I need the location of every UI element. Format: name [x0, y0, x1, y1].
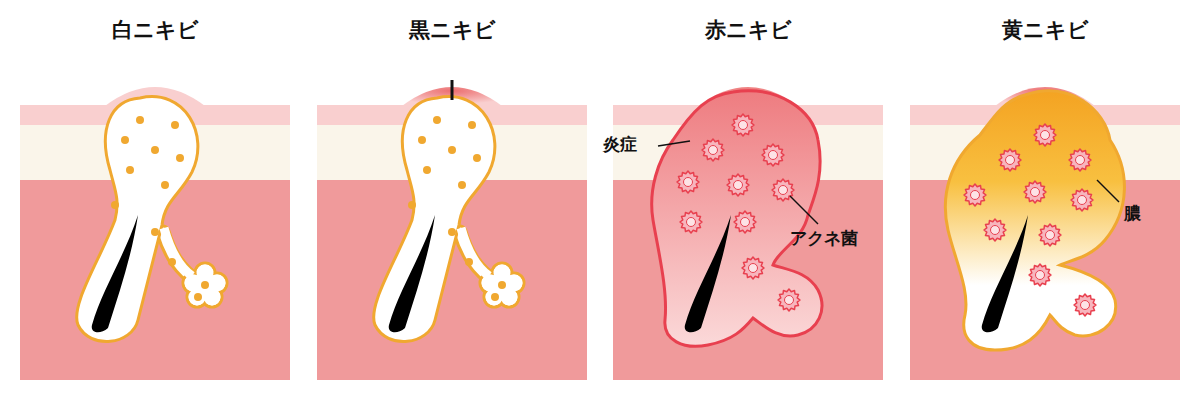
- acne-bacteria-label: アクネ菌: [790, 228, 858, 248]
- panel-title: 黒ニキビ: [317, 18, 587, 43]
- panel-title: 赤ニキビ: [613, 18, 883, 43]
- pus-label: 膿: [1124, 203, 1141, 223]
- blackhead-panel: 黒ニキビ: [317, 18, 587, 380]
- panel-title: 黄ニキビ: [910, 18, 1180, 43]
- yellow-pimple-panel: 黄ニキビ: [910, 18, 1180, 380]
- whitehead-panel: 白ニキビ: [20, 18, 290, 380]
- panel-title: 白ニキビ: [20, 18, 290, 43]
- inflammation-label: 炎症: [603, 134, 637, 154]
- red-pimple-panel: 赤ニキビ: [613, 18, 883, 380]
